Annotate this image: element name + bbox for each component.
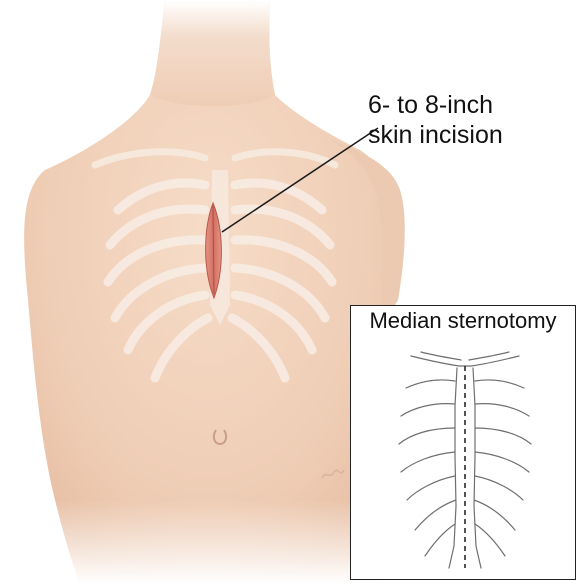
bottom-fade xyxy=(0,500,380,584)
sternotomy-sketch xyxy=(351,306,577,581)
callout-line-2: skin incision xyxy=(368,120,568,150)
sternotomy-inset: Median sternotomy xyxy=(350,305,576,580)
incision-callout: 6- to 8-inch skin incision xyxy=(368,90,568,150)
callout-line-1: 6- to 8-inch xyxy=(368,90,568,120)
neck xyxy=(150,0,275,106)
